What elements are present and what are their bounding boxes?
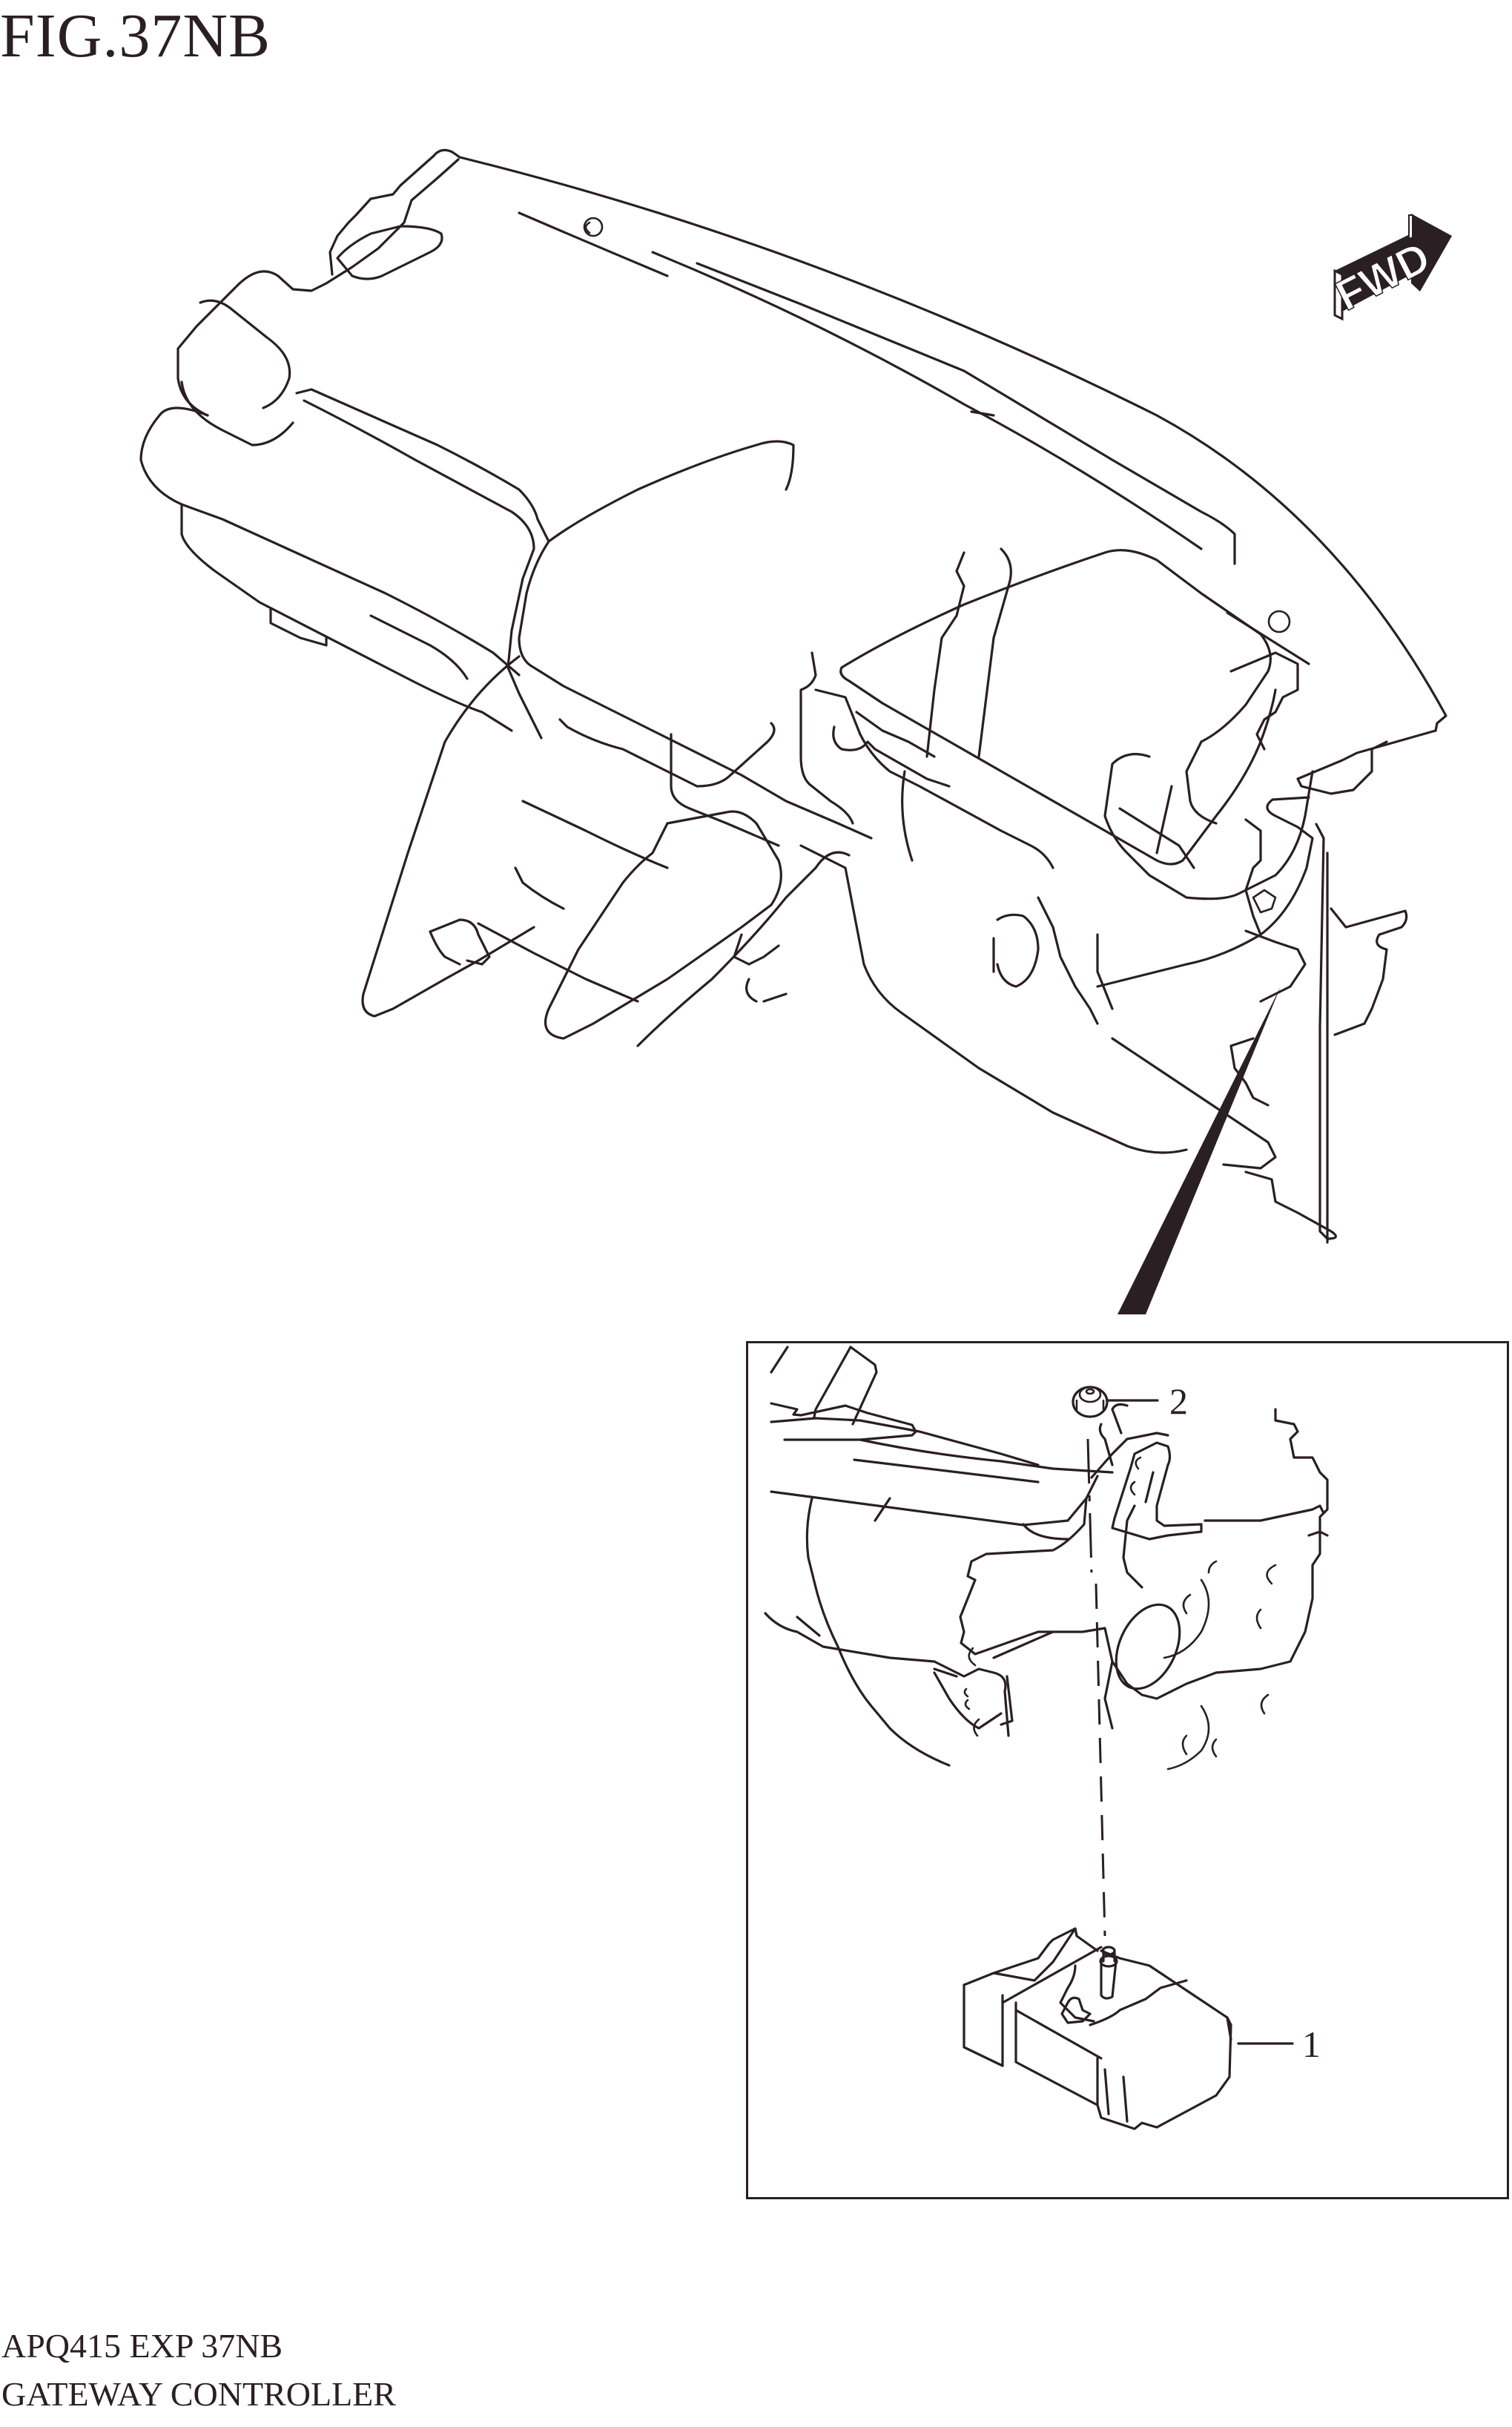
figure-title: FIG.37NB <box>0 1 271 70</box>
callout-number-2: 2 <box>1169 1380 1188 1422</box>
callout-number-1: 1 <box>1302 2023 1321 2065</box>
figure-name: GATEWAY CONTROLLER <box>1 2375 396 2413</box>
gateway-controller-part-1 <box>963 1927 1232 2130</box>
detail-inset-frame <box>746 1341 1509 2199</box>
nut-part-2 <box>1072 1386 1109 1418</box>
forward-arrow-icon: FWD <box>1328 214 1452 321</box>
detail-drawing: 2 1 <box>764 1346 1329 2130</box>
detail-leader-wedge <box>1118 987 1281 1314</box>
instrument-panel-drawing <box>139 148 1447 1244</box>
figure-code: APQ415 EXP 37NB <box>1 2327 283 2365</box>
fwd-label: FWD <box>1328 233 1437 320</box>
